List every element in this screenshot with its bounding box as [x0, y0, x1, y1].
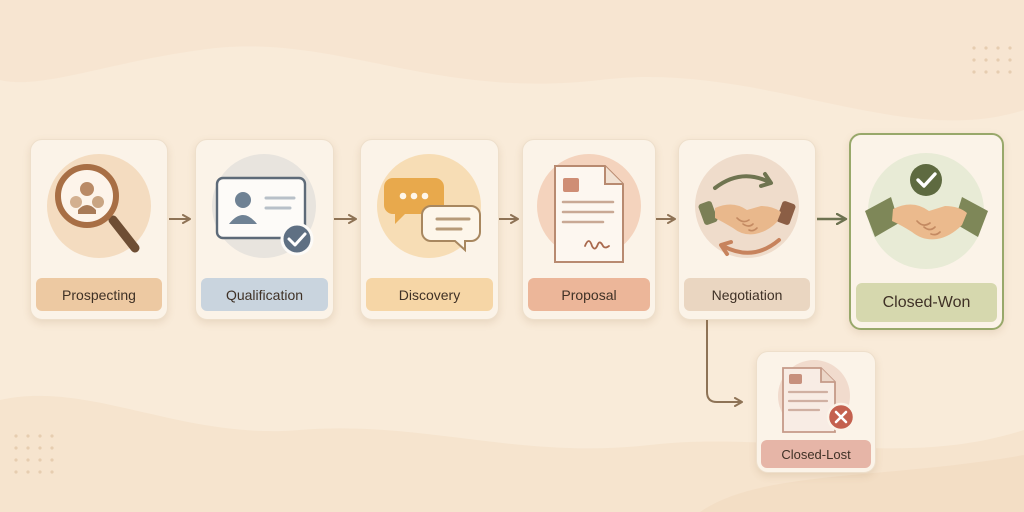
stage-label: Proposal	[528, 278, 650, 311]
stage-card-closed-won[interactable]: Closed-Won	[849, 133, 1004, 330]
stage-card-proposal[interactable]: Proposal	[522, 139, 656, 320]
dot-pattern-top	[972, 46, 1012, 74]
stage-card-prospecting[interactable]: Prospecting	[30, 139, 168, 320]
stage-card-closed-lost[interactable]: Closed-Lost	[756, 351, 876, 473]
stage-label: Negotiation	[684, 278, 810, 311]
stage-card-qualification[interactable]: Qualification	[195, 139, 334, 320]
stage-card-discovery[interactable]: Discovery	[360, 139, 499, 320]
stage-label-closed-won: Closed-Won	[856, 283, 997, 322]
magnifier-people-icon	[47, 154, 151, 258]
stage-label: Prospecting	[36, 278, 162, 311]
handshake-check-icon	[865, 153, 988, 269]
handshake-cycle-icon	[695, 154, 799, 258]
stage-label-closed-lost: Closed-Lost	[761, 440, 871, 468]
chat-bubbles-icon	[377, 154, 481, 258]
document-icon	[537, 154, 641, 263]
stage-label: Discovery	[366, 278, 493, 311]
stage-label: Qualification	[201, 278, 328, 311]
id-card-check-icon	[212, 154, 316, 258]
document-x-icon	[778, 360, 856, 433]
stage-card-negotiation[interactable]: Negotiation	[678, 139, 816, 320]
dot-pattern-bottom	[14, 434, 54, 474]
